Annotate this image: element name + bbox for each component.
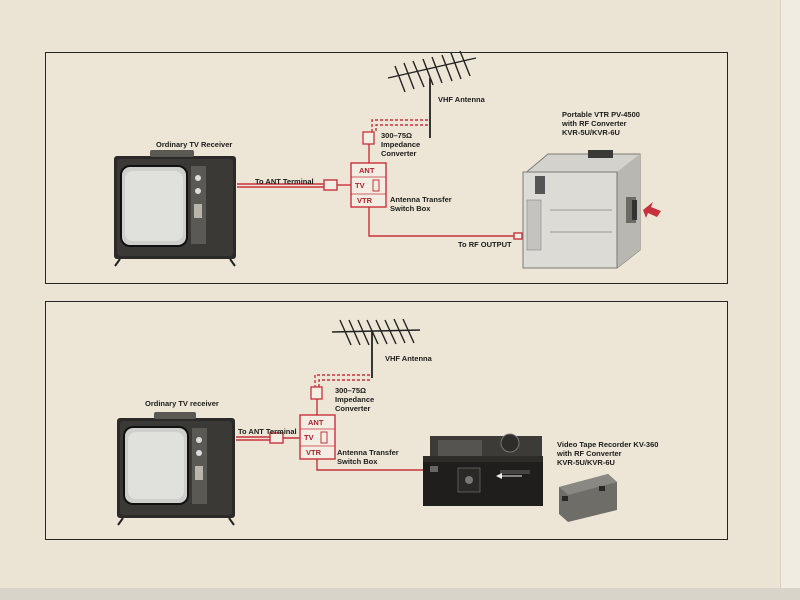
impedance-converter-bottom (310, 386, 323, 400)
port-ant-label-top: ANT (359, 166, 375, 175)
tv-receiver-label-bottom: Ordinary TV receiver (145, 399, 219, 408)
port-vtr-label-top: VTR (357, 196, 372, 205)
to-rf-output-label: To RF OUTPUT (458, 240, 512, 249)
switch-box-label-top-1: Antenna Transfer (390, 195, 452, 204)
vhf-antenna-label-bottom: VHF Antenna (385, 354, 432, 363)
page-bottom-edge (0, 588, 800, 600)
converter-label-bottom-3: Converter (335, 404, 371, 413)
switch-box-label-top-2: Switch Box (390, 204, 431, 213)
tv-receiver-top (114, 150, 236, 267)
vtr-label-bottom-1: Video Tape Recorder KV-360 (557, 440, 659, 449)
switch-box-label-bottom-2: Switch Box (337, 457, 378, 466)
vhf-antenna-top (387, 50, 477, 138)
vtr-label-top-3: KVR-5U/KVR-6U (562, 128, 620, 137)
vtr-cable-bottom (316, 459, 425, 471)
converter-label-top-3: Converter (381, 149, 417, 158)
port-ant-label-bottom: ANT (308, 418, 324, 427)
tv-receiver-label-top: Ordinary TV Receiver (156, 140, 233, 149)
tv-receiver-bottom (117, 412, 235, 526)
port-tv-label-top: TV (355, 181, 365, 190)
to-ant-terminal-label-bottom: To ANT Terminal (238, 427, 297, 436)
page-edge (780, 0, 800, 600)
antenna-switch-box-bottom (299, 414, 336, 460)
vtr-label-bottom-3: KVR-5U/KVR-6U (557, 458, 615, 467)
port-vtr-label-bottom: VTR (306, 448, 321, 457)
vtr-cable-top (368, 207, 523, 240)
converter-label-top-1: 300–75Ω (381, 131, 413, 140)
vhf-antenna-label-top: VHF Antenna (438, 95, 485, 104)
rf-converter-arrow-top (643, 202, 661, 218)
vtr-label-bottom-2: with RF Converter (557, 449, 622, 458)
to-ant-terminal-label-top: To ANT Terminal (255, 177, 314, 186)
tv-cable-top (237, 179, 351, 191)
port-tv-label-bottom: TV (304, 433, 314, 442)
converter-label-top-2: Impedance (381, 140, 421, 149)
converter-label-bottom-1: 300–75Ω (335, 386, 367, 395)
twin-lead-top (371, 119, 428, 132)
converter-label-bottom-2: Impedance (335, 395, 375, 404)
impedance-converter-top (362, 131, 375, 145)
rf-converter-bottom (559, 474, 617, 522)
portable-vtr-top (522, 150, 641, 269)
vhf-antenna-bottom (331, 318, 421, 378)
tv-cable-bottom (236, 432, 300, 444)
video-tape-recorder-bottom (423, 433, 543, 506)
switch-box-label-bottom-1: Antenna Transfer (337, 448, 399, 457)
vtr-label-top-1: Portable VTR PV-4500 (562, 110, 640, 119)
vtr-label-top-2: with RF Converter (562, 119, 627, 128)
twin-lead-bottom (314, 374, 370, 387)
